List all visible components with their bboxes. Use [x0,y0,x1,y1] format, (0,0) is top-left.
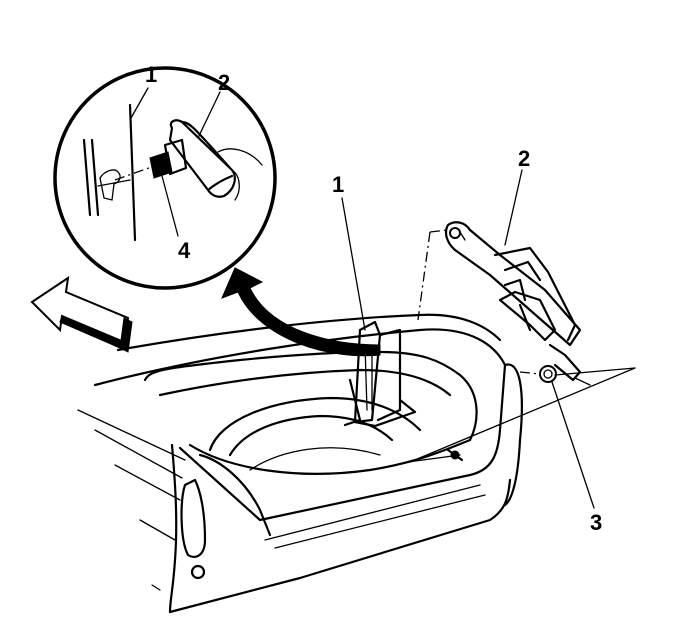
truck-bed-outline [77,313,523,614]
callout-detail-bolt: 4 [178,238,191,263]
callout-main-carrier: 2 [518,146,530,171]
nut [539,365,557,383]
detail-arrow [221,267,381,357]
front-direction-arrow [30,275,133,353]
spare-tire-carrier [444,221,582,382]
callout-detail-bracket: 1 [145,62,157,87]
callout-main-bracket: 1 [332,172,344,197]
callout-detail-carrier: 2 [218,70,230,95]
callout-main-nut: 3 [590,510,602,535]
detail-view [53,66,277,290]
leader-lines [407,229,636,463]
leader-main-carrier [504,169,523,246]
leader-main-bracket [341,197,366,331]
leader-main-nut [551,381,595,509]
